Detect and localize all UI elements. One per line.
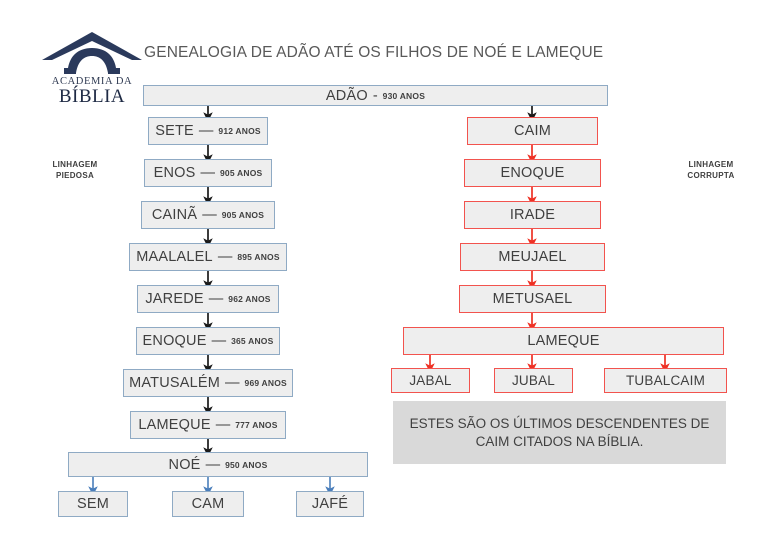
academia-da-biblia-logo: ACADEMIA DA BÍBLIA (38, 28, 146, 108)
box-enos-sep: — (200, 165, 216, 181)
box-jafe-label: JAFÉ (311, 496, 349, 512)
box-maalalel-sep: — (217, 249, 233, 265)
box-maalalel[interactable]: MAALALEL — 895 ANOS (129, 243, 287, 271)
box-enoque-pious-years: 365 ANOS (231, 336, 274, 346)
box-caina[interactable]: CAINÃ — 905 ANOS (141, 201, 275, 229)
box-matusalem[interactable]: MATUSALÉM — 969 ANOS (123, 369, 293, 397)
box-enos[interactable]: ENOS — 905 ANOS (144, 159, 272, 187)
box-jabal[interactable]: JABAL (391, 368, 470, 393)
box-noe[interactable]: NOÉ — 950 ANOS (68, 452, 368, 477)
box-jarede[interactable]: JAREDE — 962 ANOS (137, 285, 279, 313)
box-sete-name: SETE (155, 123, 194, 139)
box-noe-sep: — (205, 456, 221, 473)
box-noe-years: 950 ANOS (225, 459, 268, 470)
box-enos-name: ENOS (153, 165, 196, 181)
box-jubal-label: JUBAL (511, 373, 556, 388)
label-pious-line2: PIEDOSA (55, 170, 95, 180)
box-metusael-label: METUSAEL (492, 291, 573, 307)
box-sete-years: 912 ANOS (218, 126, 261, 136)
box-sem-label: SEM (76, 496, 110, 512)
box-lameque-pious-name: LAMEQUE (138, 417, 211, 433)
logo-line-2: BÍBLIA (58, 86, 126, 107)
box-noe-name: NOÉ (168, 456, 201, 473)
box-irade-label: IRADE (509, 207, 556, 223)
box-matusalem-years: 969 ANOS (244, 378, 287, 388)
label-pious-lineage: LINHAGEM PIEDOSA (34, 160, 116, 182)
box-enoque-pious-name: ENOQUE (142, 333, 207, 349)
box-adao-years: 930 ANOS (382, 90, 426, 101)
box-caina-name: CAINÃ (151, 207, 198, 223)
label-pious-line1: LINHAGEM (52, 160, 98, 169)
box-lameque-corrupt-label: LAMEQUE (527, 333, 600, 349)
label-corrupt-line1: LINHAGEM (688, 160, 734, 169)
box-enoque-pious-sep: — (211, 333, 227, 349)
box-jarede-name: JAREDE (145, 291, 204, 307)
box-matusalem-sep: — (225, 375, 240, 391)
box-sete[interactable]: SETE — 912 ANOS (148, 117, 268, 145)
box-maalalel-years: 895 ANOS (237, 252, 280, 262)
box-enos-years: 905 ANOS (220, 168, 263, 178)
label-corrupt-lineage: LINHAGEM CORRUPTA (668, 160, 754, 182)
box-sem[interactable]: SEM (58, 491, 128, 517)
box-jarede-years: 962 ANOS (228, 294, 271, 304)
note-caim-descendants: ESTES SÃO OS ÚLTIMOS DESCENDENTES DE CAI… (393, 401, 726, 464)
box-jafe[interactable]: JAFÉ (296, 491, 364, 517)
box-caina-years: 905 ANOS (221, 210, 265, 220)
box-irade[interactable]: IRADE (464, 201, 601, 229)
box-jabal-label: JABAL (409, 373, 452, 388)
box-maalalel-name: MAALALEL (136, 249, 213, 265)
box-caim-label: CAIM (513, 123, 552, 139)
box-lameque-pious[interactable]: LAMEQUE — 777 ANOS (130, 411, 286, 439)
box-cam-label: CAM (191, 496, 225, 512)
academy-roof-icon (42, 32, 142, 74)
box-enoque-corrupt-label: ENOQUE (500, 165, 565, 181)
box-lameque-pious-sep: — (215, 417, 231, 433)
box-lameque-corrupt[interactable]: LAMEQUE (403, 327, 724, 355)
box-meujael[interactable]: MEUJAEL (460, 243, 605, 271)
page-title: GENEALOGIA DE ADÃO ATÉ OS FILHOS DE NOÉ … (144, 44, 604, 61)
box-sete-sep: — (198, 123, 214, 139)
box-adao-name: ADÃO (325, 87, 368, 104)
box-tubalcaim-label: TUBALCAIM (625, 373, 706, 388)
box-jarede-sep: — (208, 291, 224, 307)
box-enoque-pious[interactable]: ENOQUE — 365 ANOS (136, 327, 280, 355)
label-corrupt-line2: CORRUPTA (687, 170, 735, 180)
box-adao[interactable]: ADÃO - 930 ANOS (143, 85, 608, 106)
box-lameque-pious-years: 777 ANOS (235, 420, 278, 430)
box-cam[interactable]: CAM (172, 491, 244, 517)
box-jubal[interactable]: JUBAL (494, 368, 573, 393)
box-matusalem-name: MATUSALÉM (129, 375, 221, 391)
box-caina-sep: — (202, 207, 217, 223)
box-tubalcaim[interactable]: TUBALCAIM (604, 368, 727, 393)
box-enoque-corrupt[interactable]: ENOQUE (464, 159, 601, 187)
box-caim[interactable]: CAIM (467, 117, 598, 145)
box-meujael-label: MEUJAEL (498, 249, 567, 265)
box-metusael[interactable]: METUSAEL (459, 285, 606, 313)
box-adao-sep: - (372, 87, 378, 104)
logo-line-1: ACADEMIA DA (51, 76, 133, 87)
